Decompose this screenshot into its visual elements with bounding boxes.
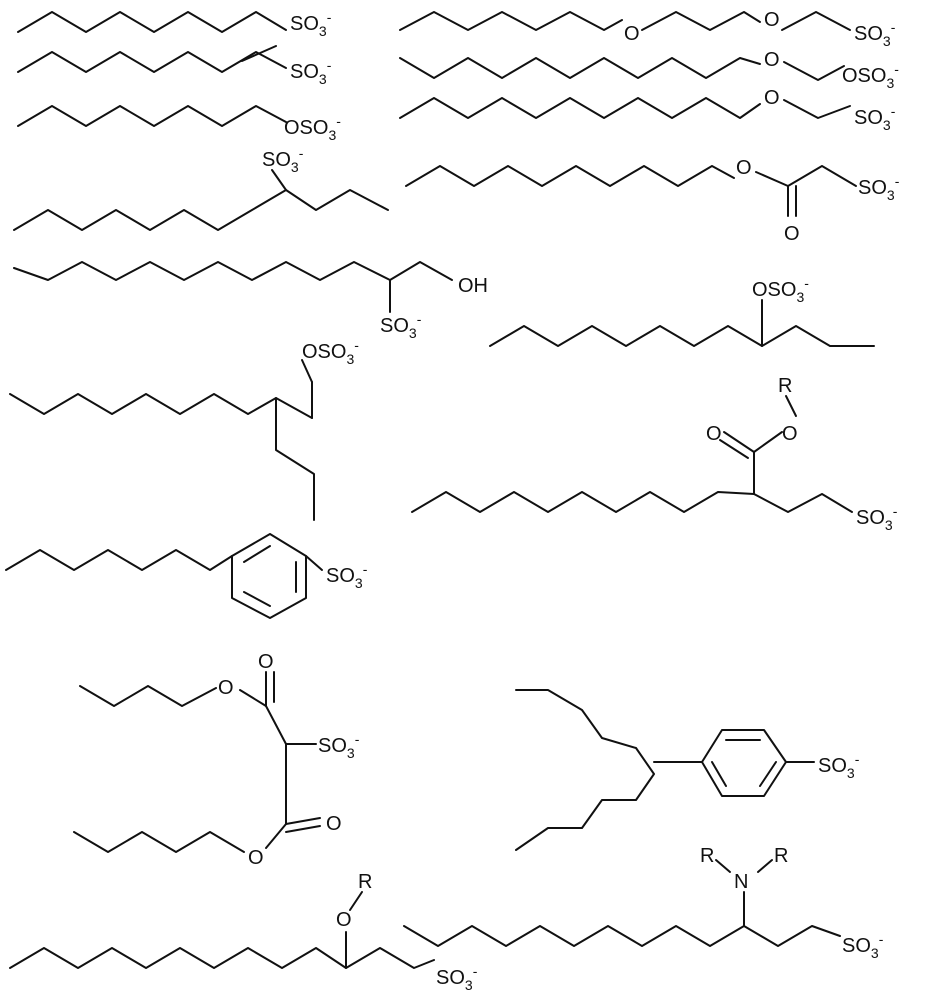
mol-10-ether-sulfonate: O O SO3-	[399, 9, 896, 49]
sulfonate-label: SO	[262, 149, 291, 171]
ether-oxygen-label: O	[336, 909, 352, 931]
svg-text:SO3-: SO3-	[854, 19, 896, 49]
mol-12-ether-sulfonate: O SO3-	[399, 87, 896, 133]
svg-text:OSO3-: OSO3-	[752, 275, 809, 305]
sulfonate-label: SO	[854, 23, 883, 45]
hydroxyl-label: OH	[458, 275, 488, 297]
r-group-label: R	[700, 845, 714, 867]
r-group-label: R	[774, 845, 788, 867]
ether-oxygen-label: O	[764, 87, 780, 109]
sulfate-label: OSO	[842, 65, 886, 87]
mol-7-alkylbenzene-sulfonate: SO3-	[5, 533, 368, 619]
ester-oxygen-label: O	[782, 423, 798, 445]
svg-text:SO3-: SO3-	[326, 561, 368, 591]
svg-text:SO3-: SO3-	[436, 963, 478, 993]
mol-2-alkene-sulfonate: SO3-	[17, 45, 332, 87]
svg-text:SO3-: SO3-	[818, 751, 860, 781]
svg-text:SO3-: SO3-	[858, 173, 900, 203]
sulfonate-label: SO	[854, 107, 883, 129]
sulfonate-label: SO	[326, 565, 355, 587]
ester-oxygen-label: O	[248, 847, 264, 869]
sulfonate-label: SO	[842, 935, 871, 957]
svg-text:OSO3-: OSO3-	[302, 337, 359, 367]
mol-5-hydroxy-sulfonate: OH SO3-	[13, 261, 488, 341]
mol-16-branched-alkylbenzene-sulfonate: SO3-	[515, 689, 860, 851]
sulfonate-label: SO	[290, 13, 319, 35]
svg-text:SO3-: SO3-	[854, 103, 896, 133]
svg-text:SO3-: SO3-	[262, 145, 304, 175]
ether-oxygen-label: O	[764, 9, 780, 31]
mol-8-dialkyl-sulfosuccinate: O O SO3- O O	[73, 651, 360, 869]
mol-9-alkoxy-sulfonate: O R SO3-	[9, 871, 478, 993]
ester-oxygen-label: O	[736, 157, 752, 179]
sulfonate-label: SO	[818, 755, 847, 777]
svg-text:SO3-: SO3-	[842, 931, 884, 961]
r-group-label: R	[778, 375, 792, 397]
sulfonate-label: SO	[436, 967, 465, 989]
ether-oxygen-label: O	[624, 23, 640, 45]
sulfonate-label: SO	[858, 177, 887, 199]
mol-6-branched-sulfate: OSO3-	[9, 337, 359, 521]
ether-oxygen-label: O	[764, 49, 780, 71]
sulfonate-label: SO	[318, 735, 347, 757]
sulfonate-label: SO	[290, 61, 319, 83]
carbonyl-oxygen-label: O	[258, 651, 274, 673]
mol-3-alkyl-sulfate: OSO3-	[17, 105, 341, 143]
nitrogen-label: N	[734, 871, 748, 893]
sulfate-label: OSO	[284, 117, 328, 139]
svg-text:SO3-: SO3-	[856, 503, 898, 533]
r-group-label: R	[358, 871, 372, 893]
sulfate-label: OSO	[302, 341, 346, 363]
sulfonate-label: SO	[380, 315, 409, 337]
mol-15-ester-sulfonate-branched: O O R SO3-	[411, 375, 898, 533]
mol-13-ester-sulfonate: O O SO3-	[405, 157, 900, 245]
mol-14-secondary-sulfate: OSO3-	[489, 275, 875, 347]
carbonyl-oxygen-label: O	[706, 423, 722, 445]
carbonyl-oxygen-label: O	[784, 223, 800, 245]
mol-4-secondary-sulfonate: SO3-	[13, 145, 389, 231]
svg-text:OSO3-: OSO3-	[842, 61, 899, 91]
mol-1-octyl-sulfonate: SO3-	[17, 9, 332, 39]
svg-text:OSO3-: OSO3-	[284, 113, 341, 143]
carbonyl-oxygen-label: O	[326, 813, 342, 835]
svg-text:SO3-: SO3-	[380, 311, 422, 341]
sulfate-label: OSO	[752, 279, 796, 301]
svg-text:SO3-: SO3-	[290, 57, 332, 87]
svg-text:SO3-: SO3-	[318, 731, 360, 761]
svg-text:SO3-: SO3-	[290, 9, 332, 39]
sulfonate-label: SO	[856, 507, 885, 529]
mol-17-amino-sulfonate: N R R SO3-	[403, 845, 884, 961]
mol-11-ether-sulfate: O OSO3-	[399, 49, 899, 91]
ester-oxygen-label: O	[218, 677, 234, 699]
